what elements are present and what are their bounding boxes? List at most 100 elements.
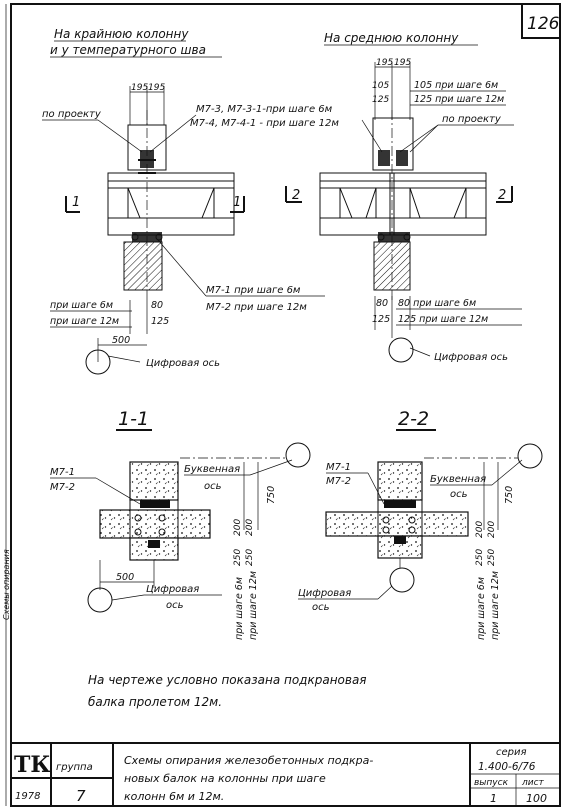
- note-line-1: На чертеже условно показана подкрановая: [88, 673, 367, 687]
- left-dim-500: 500: [112, 335, 130, 346]
- right-digital-axis-bubble: [388, 337, 414, 363]
- right-lower-column: [373, 241, 411, 291]
- section-1-letter-axis-1: Буквенная: [184, 464, 240, 475]
- section-2-dim-750: 750: [504, 486, 515, 504]
- title-block-desc-2: новых балок на колонны при шаге: [124, 772, 326, 785]
- section-1-plate: [140, 500, 170, 508]
- right-dim-195-a: 195: [376, 58, 393, 68]
- right-dim-125-l: 125: [372, 95, 389, 105]
- section-2-dim-200b: 200: [487, 521, 497, 538]
- right-bottom-bolt-plate: [378, 232, 410, 242]
- section-2-letter-axis-bubble: [517, 443, 543, 469]
- left-axis-label: Цифровая ось: [146, 358, 220, 369]
- section-1-dim-750: 750: [266, 486, 277, 504]
- note-line-2: балка пролетом 12м.: [88, 695, 222, 709]
- left-dim-125: 125: [151, 316, 169, 327]
- section-1-column: [129, 461, 179, 501]
- right-dim-80-l: 80: [376, 298, 388, 309]
- left-view-title-2: и у температурного шва: [50, 43, 206, 57]
- sheet-number: 126: [527, 14, 560, 34]
- section-1-dim-250a: 250: [233, 549, 243, 566]
- right-dim-125-br: 125 при шаге 12м: [398, 314, 488, 325]
- title-block-series-value: 1.400-6/76: [478, 761, 536, 773]
- right-crane-beam: [319, 172, 487, 236]
- section-2-digital-axis-2: ось: [312, 602, 330, 613]
- section-1-digital-axis-2: ось: [166, 600, 184, 611]
- section-1-dim-200a: 200: [233, 519, 243, 536]
- section-1-m7-2: М7-2: [50, 482, 75, 493]
- right-view: На среднюю колонну 195 195 105 125 105 п…: [285, 31, 522, 363]
- section-2-beam: [325, 511, 469, 537]
- section-1-dim-200b: 200: [245, 519, 255, 536]
- title-block-issue-label: выпуск: [474, 778, 509, 788]
- title-block: ТК группа 1978 7 Схемы опирания железобе…: [11, 742, 560, 806]
- section-2-title: 2-2: [398, 408, 429, 430]
- right-dim-125-bl: 125: [372, 314, 390, 325]
- left-step6-label: при шаге 6м: [50, 300, 113, 311]
- right-upper-column: [372, 117, 414, 171]
- title-block-group-value: 7: [76, 787, 86, 805]
- title-block-logo: ТК: [14, 752, 50, 778]
- right-dim-195-b: 195: [394, 58, 411, 68]
- right-dim-105-r: 105 при шаге 6м: [414, 80, 498, 91]
- section-1-title: 1-1: [118, 408, 149, 430]
- title-block-series-label: серия: [496, 747, 527, 758]
- right-section-mark-l: 2: [285, 186, 302, 203]
- title-block-sheet-value: 100: [526, 792, 547, 805]
- right-dim-125-r: 125 при шаге 12м: [414, 94, 504, 105]
- section-1-letter-axis-bubble: [285, 442, 311, 468]
- section-1-1: 1-1 М7-1 М7-2 Буквенная ось 750 200 200 …: [50, 408, 311, 640]
- right-top-bolt-plate-l: [378, 150, 390, 166]
- left-callout-m7-4: М7-4, М7-4-1 - при шаге 12м: [190, 118, 339, 129]
- section-2-m7-1: М7-1: [326, 462, 351, 473]
- left-section-mark-r: 1: [230, 195, 245, 213]
- section-1-beam: [99, 509, 211, 539]
- sheet-number-box: 126: [521, 4, 560, 39]
- right-top-bolt-plate-r: [396, 150, 408, 166]
- left-step12-label: при шаге 12м: [50, 316, 119, 327]
- section-2-letter-axis-1: Буквенная: [430, 474, 486, 485]
- section-2-2: 2-2 М7-1 М7-2 Буквенная ось 750 200 200 …: [298, 408, 543, 640]
- svg-text:2: 2: [292, 188, 300, 203]
- section-1-letter-axis-2: ось: [204, 481, 222, 492]
- title-block-desc-3: колонн 6м и 12м.: [124, 790, 224, 803]
- left-margin-text: Схемы опирания: [2, 549, 11, 620]
- section-1-m7-1: М7-1: [50, 467, 75, 478]
- right-callout-project: по проекту: [442, 114, 502, 125]
- left-crane-beam: [107, 172, 235, 236]
- section-1-step12: при шаге 12м: [248, 571, 259, 640]
- svg-text:1: 1: [72, 195, 80, 210]
- section-1-dim-250b: 250: [245, 549, 255, 566]
- right-view-title: На среднюю колонну: [324, 31, 459, 45]
- left-callout-project: по проекту: [42, 109, 102, 120]
- section-2-step6: при шаге 6м: [476, 577, 487, 640]
- section-2-column: [377, 461, 423, 501]
- right-section-mark-r: 2: [496, 186, 513, 203]
- left-section-mark-l: 1: [65, 195, 80, 213]
- section-1-digital-axis-bubble: [87, 587, 113, 613]
- title-block-group-label: группа: [56, 762, 93, 773]
- left-dim-195-b: 195: [148, 83, 165, 93]
- section-2-dim-200a: 200: [475, 521, 485, 538]
- left-dim-195-a: 195: [131, 83, 148, 93]
- section-1-digital-axis-1: Цифровая: [146, 584, 199, 595]
- left-callout-m7-2: М7-2 при шаге 12м: [206, 302, 307, 313]
- svg-text:2: 2: [498, 188, 506, 203]
- svg-text:1: 1: [233, 195, 241, 210]
- right-axis-label: Цифровая ось: [434, 352, 508, 363]
- section-1-step6: при шаге 6м: [234, 577, 245, 640]
- right-dim-80-r: 80 при шаге 6м: [398, 298, 476, 309]
- section-1-dim-500: 500: [116, 572, 134, 583]
- left-callout-m7-3: М7-3, М7-3-1-при шаге 6м: [196, 104, 333, 115]
- section-2-digital-axis-1: Цифровая: [298, 588, 351, 599]
- sheet-frame: [10, 3, 561, 807]
- section-2-step12: при шаге 12м: [490, 571, 501, 640]
- section-2-letter-axis-2: ось: [450, 489, 468, 500]
- title-block-sheet-label: лист: [521, 778, 545, 788]
- left-digital-axis-bubble: [85, 349, 111, 375]
- left-dim-80: 80: [151, 300, 163, 311]
- section-2-dim-250a: 250: [475, 549, 485, 566]
- left-bottom-bolt-plate: [132, 232, 162, 242]
- title-block-desc-1: Схемы опирания железобетонных подкра-: [124, 754, 373, 767]
